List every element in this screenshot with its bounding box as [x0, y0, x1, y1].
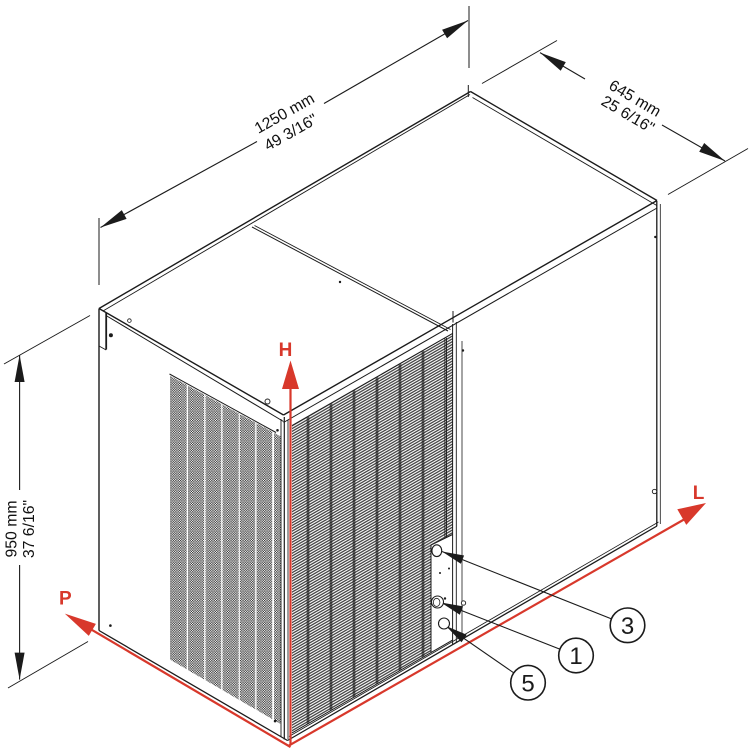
svg-text:5: 5 — [521, 670, 534, 697]
svg-text:3: 3 — [621, 613, 634, 640]
svg-text:37 6/16": 37 6/16" — [21, 500, 38, 558]
svg-text:950 mm: 950 mm — [4, 500, 21, 557]
svg-text:P: P — [59, 589, 72, 610]
svg-text:1: 1 — [569, 643, 582, 670]
svg-text:H: H — [279, 340, 293, 361]
svg-text:L: L — [693, 483, 705, 504]
